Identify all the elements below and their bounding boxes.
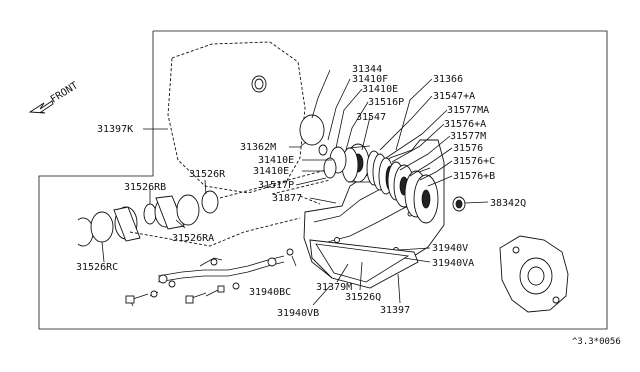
callout-31526rb: 31526RB xyxy=(124,182,166,193)
footer-code: ^3.3*0056 xyxy=(572,337,621,347)
callout-31576c: 31576+C xyxy=(453,156,495,167)
callout-31410f: 31410F xyxy=(352,74,388,85)
callout-31547a: 31547+A xyxy=(433,91,475,102)
callout-31366: 31366 xyxy=(433,74,463,85)
callout-31576: 31576 xyxy=(453,143,483,154)
bolts xyxy=(125,248,294,307)
callout-31516p: 31516P xyxy=(368,97,404,108)
callout-31576b: 31576+B xyxy=(453,171,495,182)
callout-31577m: 31577M xyxy=(450,131,486,142)
callout-31940vb: 31940VB xyxy=(277,308,319,319)
callout-31577ma: 31577MA xyxy=(447,105,489,116)
clutch-plates xyxy=(366,150,439,224)
callout-31576a: 31576+A xyxy=(444,119,486,130)
callout-31526ra: 31526RA xyxy=(172,233,214,244)
snap-ring-31526rc xyxy=(77,217,94,247)
callout-31410e-low: 31410E xyxy=(253,166,289,177)
callout-31547: 31547 xyxy=(356,112,386,123)
callout-31379m: 31379M xyxy=(316,282,352,293)
callout-31940va: 31940VA xyxy=(432,258,474,269)
callout-31940bc: 31940BC xyxy=(249,287,291,298)
callout-38342q: 38342Q xyxy=(490,198,526,209)
seal-ring-31362m xyxy=(299,114,325,146)
guide-lines xyxy=(129,169,331,247)
callout-31526q: 31526Q xyxy=(345,292,381,303)
oil-pan-31397 xyxy=(309,239,419,289)
piston-group xyxy=(77,190,219,247)
callout-labels: 31344 31410F 31410E 31516P 31547 31366 3… xyxy=(76,64,526,319)
pipe-assembly xyxy=(157,255,285,284)
diagram-frame xyxy=(38,30,608,330)
callout-31397k: 31397K xyxy=(97,124,133,135)
callout-31526r: 31526R xyxy=(189,169,226,180)
gasket-31397k xyxy=(167,41,306,194)
front-label: FRONT xyxy=(49,80,80,105)
callout-31362m: 31362M xyxy=(240,142,276,153)
callout-31410e-top: 31410E xyxy=(362,84,398,95)
leader-lines xyxy=(101,69,489,306)
callout-31517p: 31517P xyxy=(258,180,294,191)
callout-31526rc: 31526RC xyxy=(76,262,118,273)
front-arrow-icon xyxy=(28,100,54,114)
callout-31940v: 31940V xyxy=(432,243,468,254)
callout-31397: 31397 xyxy=(380,305,410,316)
callout-31410e-mid: 31410E xyxy=(258,155,294,166)
callout-31344: 31344 xyxy=(352,64,382,75)
callout-31877: 31877 xyxy=(272,193,302,204)
